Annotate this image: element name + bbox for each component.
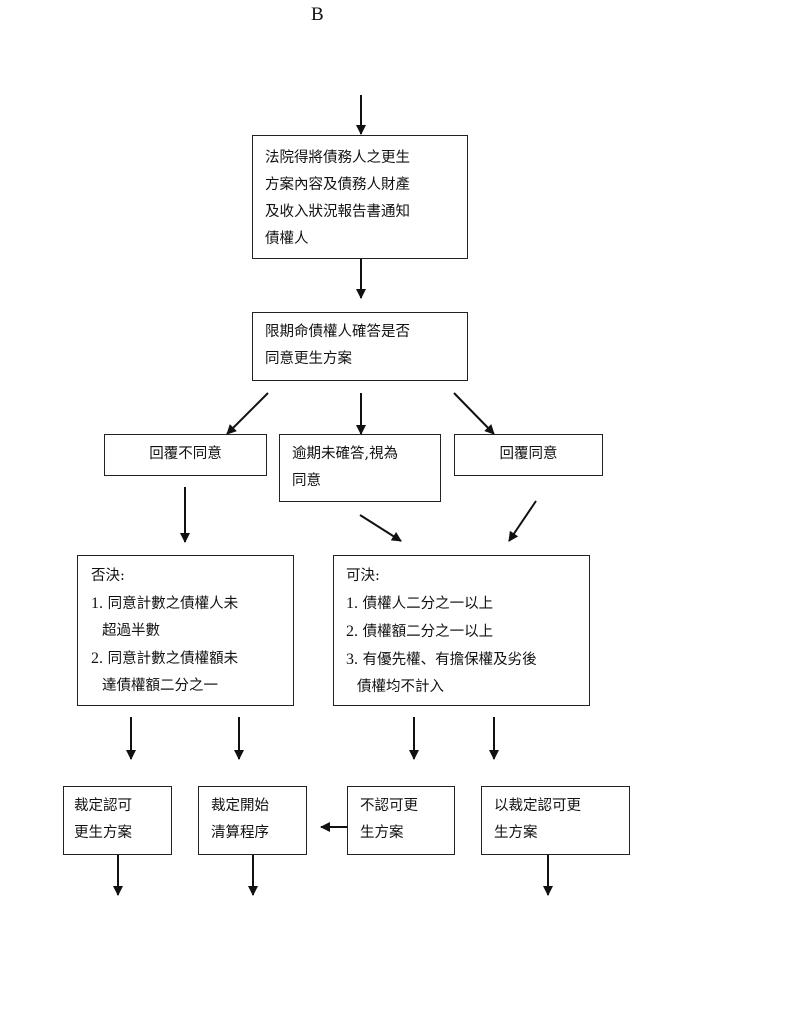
approved-box: 可決: 1. 債權人二分之一以上 2. 債權額二分之一以上 3. 有優先權、有擔… bbox=[333, 555, 590, 706]
rejected-title: 否決: bbox=[91, 568, 125, 584]
ruling-approve-line-2: 更生方案 bbox=[74, 825, 132, 841]
deadline-box: 限期命債權人確答是否 同意更生方案 bbox=[252, 312, 468, 381]
approved-item-3-cont: 債權均不計入 bbox=[357, 679, 444, 695]
ruling-liquidation-box: 裁定開始 清算程序 bbox=[198, 786, 307, 855]
approved-title: 可決: bbox=[346, 568, 380, 584]
approve-by-ruling-line-2: 生方案 bbox=[494, 825, 538, 841]
notify-line-4: 債權人 bbox=[265, 231, 309, 247]
page-label: B bbox=[311, 4, 324, 25]
ruling-approve-line-1: 裁定認可 bbox=[74, 798, 132, 814]
arrow-agree-to-approved bbox=[508, 500, 537, 542]
arrow-to-disagree bbox=[226, 392, 269, 435]
rejected-item-1: 1. 同意計數之債權人未 bbox=[91, 595, 239, 612]
not-approve-line-2: 生方案 bbox=[360, 825, 404, 841]
approved-item-2: 2. 債權額二分之一以上 bbox=[346, 623, 494, 640]
approved-item-1: 1. 債權人二分之一以上 bbox=[346, 595, 494, 612]
reply-agree-box: 回覆同意 bbox=[454, 434, 603, 476]
ruling-liquidation-line-1: 裁定開始 bbox=[211, 798, 269, 814]
ruling-liquidation-line-2: 清算程序 bbox=[211, 825, 269, 841]
not-approve-box: 不認可更 生方案 bbox=[347, 786, 455, 855]
rejected-item-2: 2. 同意計數之債權額未 bbox=[91, 650, 239, 667]
approve-by-ruling-box: 以裁定認可更 生方案 bbox=[481, 786, 630, 855]
not-approve-line-1: 不認可更 bbox=[360, 798, 418, 814]
deadline-line-2: 同意更生方案 bbox=[265, 351, 352, 367]
notify-creditors-box: 法院得將債務人之更生 方案內容及債務人財產 及收入狀況報告書通知 債權人 bbox=[252, 135, 468, 259]
deadline-line-1: 限期命債權人確答是否 bbox=[265, 324, 410, 340]
overdue-line-2: 同意 bbox=[292, 473, 321, 489]
reply-agree-label: 回覆同意 bbox=[499, 446, 558, 462]
notify-line-1: 法院得將債務人之更生 bbox=[265, 150, 410, 166]
rejected-item-2-cont: 達債權額二分之一 bbox=[102, 678, 218, 694]
reply-disagree-box: 回覆不同意 bbox=[104, 434, 267, 476]
approve-by-ruling-line-1: 以裁定認可更 bbox=[494, 798, 581, 814]
approved-item-3: 3. 有優先權、有擔保權及劣後 bbox=[346, 651, 537, 668]
arrow-overdue-to-approved bbox=[359, 514, 402, 542]
overdue-line-1: 逾期未確答,視為 bbox=[292, 446, 399, 462]
ruling-approve-box: 裁定認可 更生方案 bbox=[63, 786, 172, 855]
rejected-box: 否決: 1. 同意計數之債權人未 超過半數 2. 同意計數之債權額未 達債權額二… bbox=[77, 555, 294, 706]
notify-line-3: 及收入狀況報告書通知 bbox=[265, 204, 410, 220]
reply-disagree-label: 回覆不同意 bbox=[149, 446, 222, 462]
rejected-item-1-cont: 超過半數 bbox=[102, 623, 160, 639]
arrow-to-agree bbox=[453, 392, 495, 435]
overdue-box: 逾期未確答,視為 同意 bbox=[279, 434, 441, 502]
notify-line-2: 方案內容及債務人財產 bbox=[265, 177, 410, 193]
